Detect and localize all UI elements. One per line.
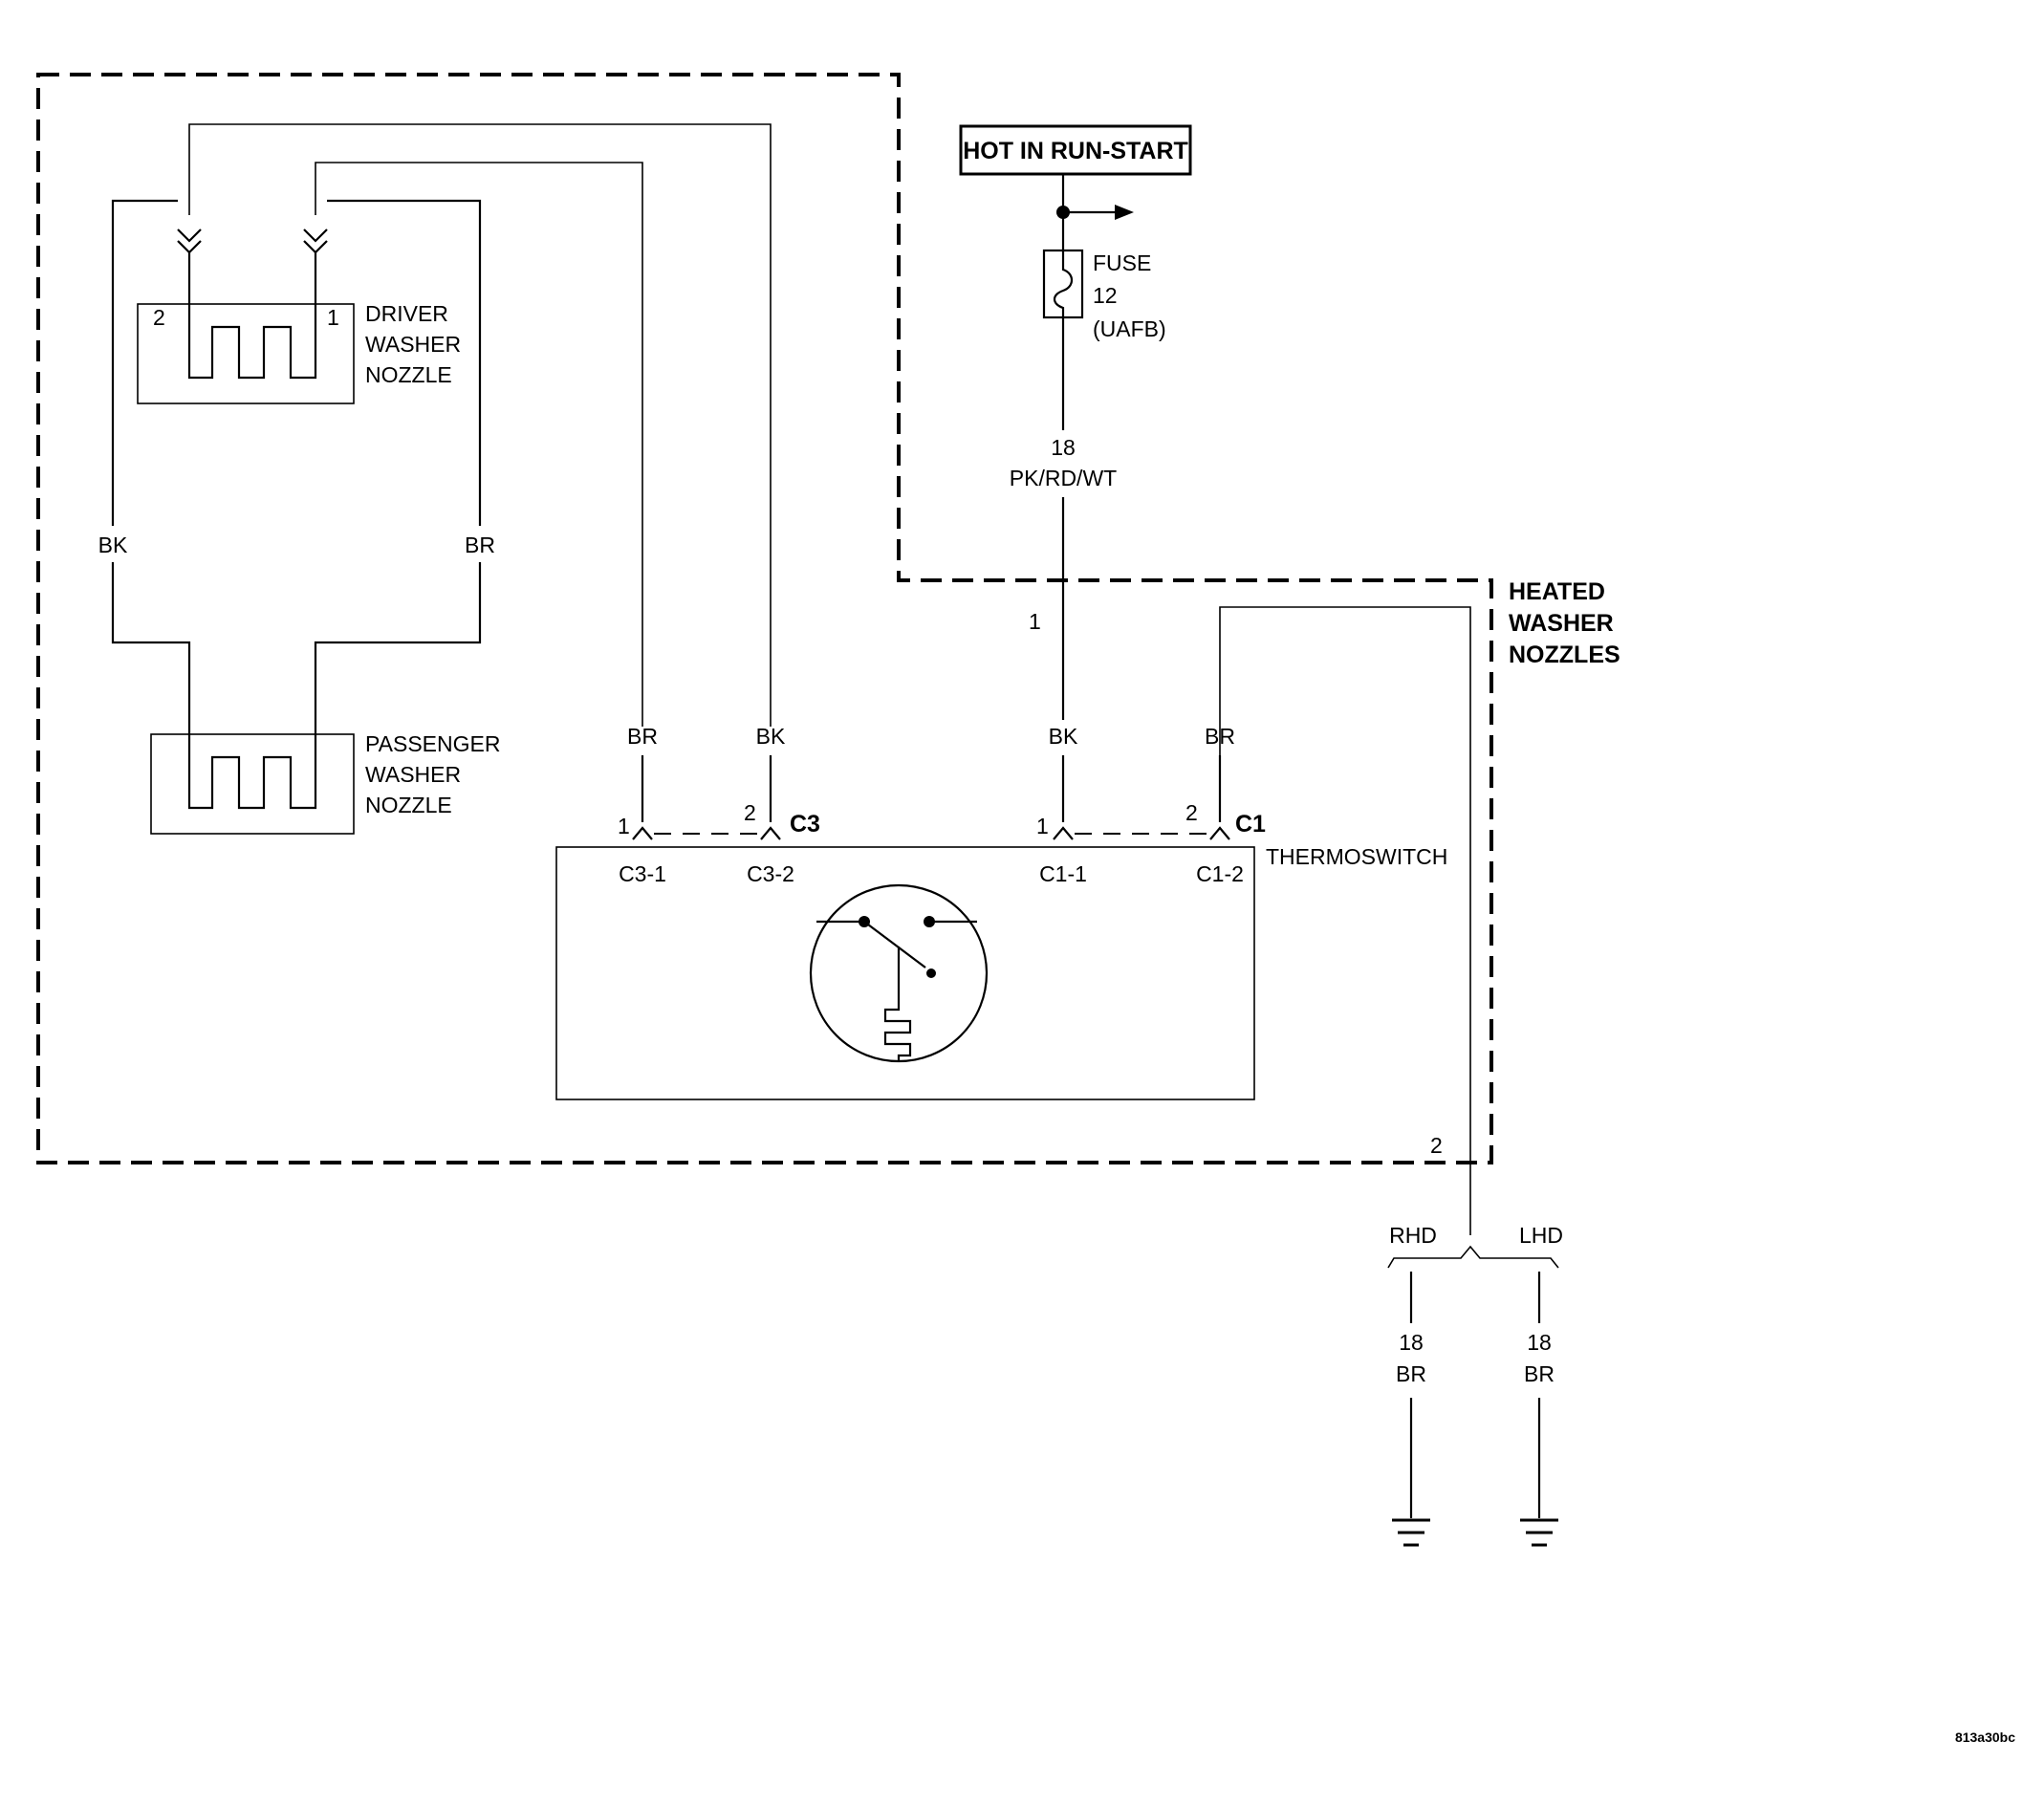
lhd-gauge: 18 [1527, 1330, 1552, 1355]
driver-nozzle-box [137, 303, 355, 404]
fuse-label-3: (UAFB) [1093, 316, 1166, 341]
c3-connector-name: C3 [790, 811, 820, 838]
splice-top-pin: 1 [1029, 609, 1041, 634]
module-title-line-2: WASHER [1509, 610, 1614, 637]
driver-label-2: WASHER [365, 332, 461, 357]
passenger-heater-element [187, 734, 317, 810]
c3-wire1-color: BR [627, 724, 658, 749]
driver-pin-left: 2 [153, 305, 165, 330]
thermal-switch-icon [809, 883, 989, 1063]
passenger-nozzle-box [150, 733, 355, 835]
c1-connector-name: C1 [1235, 811, 1266, 838]
c3-terminal-2: C3-2 [747, 861, 794, 886]
passenger-label-1: PASSENGER [365, 731, 500, 756]
rhd-color: BR [1396, 1361, 1426, 1386]
power-source-label: HOT IN RUN-START [963, 138, 1188, 164]
ground-icon-lhd [1520, 1518, 1558, 1547]
c1-wire1-color: BK [1049, 724, 1078, 749]
figure-id: 813a30bc [1955, 1730, 2015, 1745]
arrow-right-icon [1115, 205, 1134, 220]
driver-heater-element [187, 304, 317, 380]
c1-wire2-color: BR [1205, 724, 1235, 749]
driver-label-1: DRIVER [365, 301, 448, 326]
thermoswitch-label: THERMOSWITCH [1266, 844, 1447, 869]
rhd-gauge: 18 [1399, 1330, 1424, 1355]
rhd-label: RHD [1389, 1223, 1437, 1248]
c3-terminal-1: C3-1 [619, 861, 666, 886]
c1-terminal-1: C1-1 [1039, 861, 1087, 886]
lhd-color: BR [1524, 1361, 1555, 1386]
loop-right-color: BR [465, 533, 495, 557]
c3-pin1: 1 [618, 814, 630, 838]
feed-wire-gauge: 18 [1051, 435, 1076, 460]
fuse-label-1: FUSE [1093, 250, 1151, 275]
thermoswitch-box [555, 846, 1255, 1100]
loop-left-color: BK [98, 533, 128, 557]
lhd-label: LHD [1519, 1223, 1563, 1248]
ground-icon-rhd [1392, 1518, 1430, 1547]
driver-label-3: NOZZLE [365, 362, 452, 387]
feed-wire-color: PK/RD/WT [1010, 466, 1117, 490]
splice-bottom-pin: 2 [1430, 1133, 1443, 1158]
c3-pin2: 2 [744, 800, 756, 825]
module-title-line-1: HEATED [1509, 578, 1605, 605]
module-title-line-3: NOZZLES [1509, 642, 1620, 668]
c1-pin1: 1 [1036, 814, 1049, 838]
c1-pin2: 2 [1185, 800, 1198, 825]
c3-wire2-color: BK [756, 724, 786, 749]
power-source-box [959, 124, 1192, 176]
fuse-label-2: 12 [1093, 283, 1118, 308]
passenger-label-2: WASHER [365, 762, 461, 787]
c1-terminal-2: C1-2 [1196, 861, 1244, 886]
passenger-label-3: NOZZLE [365, 793, 452, 817]
module-boundary [36, 73, 1493, 1164]
driver-pin-right: 1 [327, 305, 339, 330]
